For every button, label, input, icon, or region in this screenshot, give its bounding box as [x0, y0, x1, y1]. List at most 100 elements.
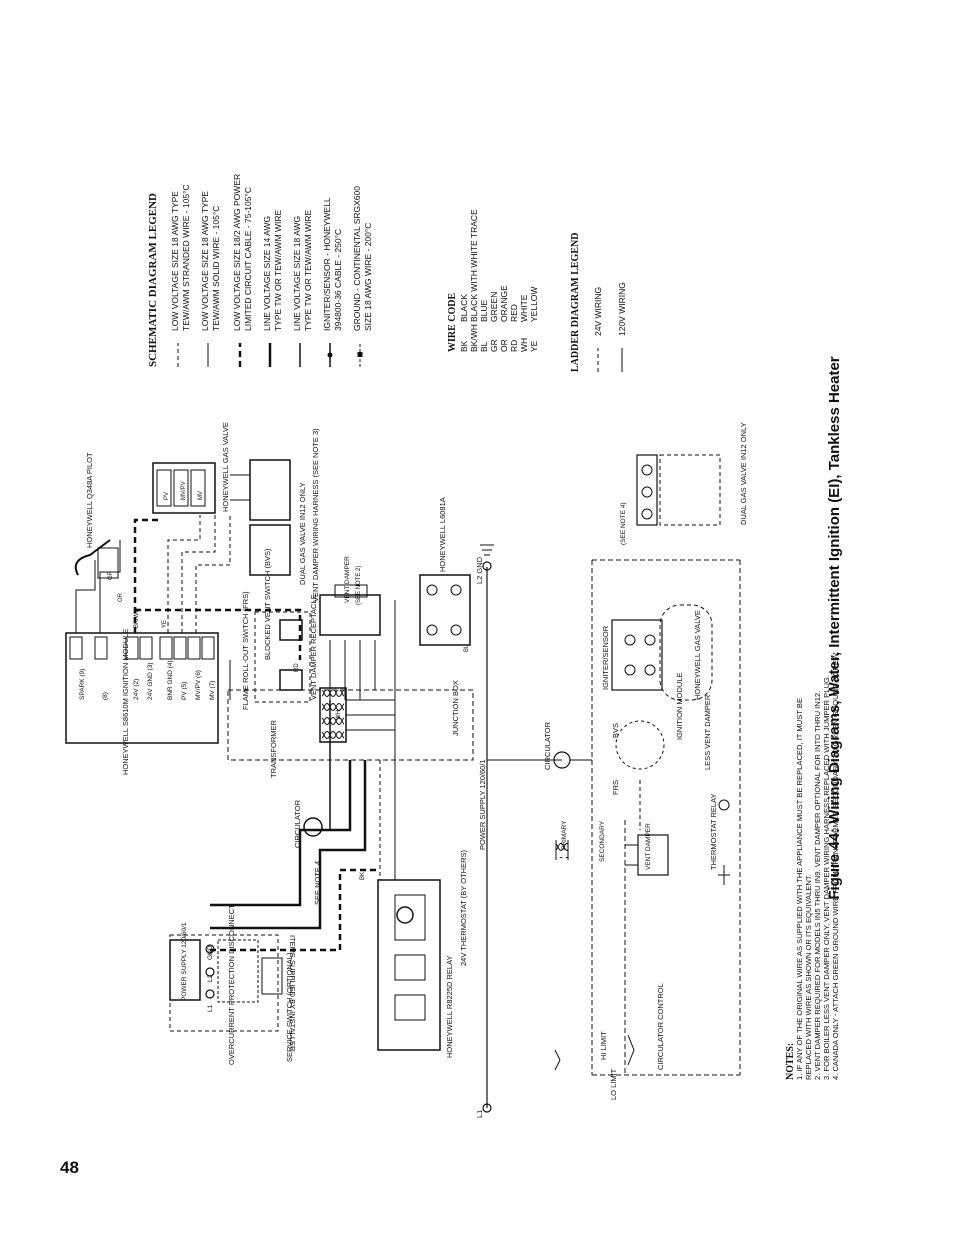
junction-box [227, 689, 474, 761]
circulator-motor [303, 817, 323, 837]
legend-text: GROUND - CONTINENTAL SRGX600 [352, 186, 362, 331]
sensor-pin [644, 664, 656, 676]
wire-code: BK [459, 340, 469, 352]
relay-coil [394, 894, 426, 941]
lo-limit-contact [627, 1034, 635, 1066]
ladder-igniter-sensor-label: IGNITER/SENSOR [601, 625, 610, 690]
gas-valve-terminal [156, 469, 172, 507]
legend-square-marker [357, 352, 363, 357]
wire-name: WHITE [519, 294, 529, 322]
gas-valve-label: HONEYWELL GAS VALVE [221, 422, 230, 512]
ladder-see-note-label: (SEE NOTE 4) [620, 502, 627, 545]
legend-text: LOW VOLTAGE SIZE 18/2 AWG POWER [232, 174, 242, 331]
disconnect-box [217, 939, 259, 1003]
l1-line [210, 760, 352, 907]
power-terminal [205, 967, 215, 977]
vent-harness-label: VENT DAMPER WIRING HARNESS (SEE NOTE 3) [311, 428, 320, 602]
ladder-ignition-module [615, 720, 665, 770]
valve-terminal-label: PV [164, 492, 170, 500]
legend-dot-marker [327, 352, 333, 358]
legend-text: 394800-36 CABLE - 250°C [333, 229, 343, 331]
sensor-pin [624, 634, 636, 646]
ladder-lo-limit-label: LO LIMIT [609, 1068, 618, 1100]
wire-name: GREEN [489, 292, 499, 322]
frs-label: FLAME ROLL-OUT SWITCH (FRS) [241, 591, 250, 710]
dual-valve-pin [641, 464, 653, 476]
wire-name: BLUE [479, 299, 489, 322]
wire-code: YE [529, 340, 539, 352]
wire-tag-bk: BK [360, 872, 366, 880]
terminal-label: 24V GND (3) [147, 662, 154, 700]
see-note-4-label: SEE NOTE 4 [313, 861, 322, 905]
power-l2: L2 [207, 974, 214, 982]
schematic-legend-title: SCHEMATIC DIAGRAM LEGEND [147, 193, 159, 367]
schematic-diagram [65, 459, 474, 1051]
plug-pin [450, 584, 462, 596]
relay-label: HONEYWELL R8225D RELAY [445, 955, 454, 1058]
thermostat-label: 24V THERMOSTAT (BY OTHERS) [459, 850, 468, 966]
note-line: REPLACED WITH WIRE AS SHOWN OR ITS EQUIV… [804, 874, 813, 1080]
wire-tag-wh: WH [336, 710, 342, 720]
ladder-labels: L1 L2 GND POWER SUPPLY 120/60/1 CIRCULAT… [475, 422, 748, 1118]
legend-text: TYPE TW OR TEW/AWM WIRE [303, 209, 313, 331]
wire-code: BK/WH [469, 324, 479, 352]
legend-text: TYPE TW OR TEW/AWM WIRE [273, 209, 283, 331]
power-supply-box [169, 939, 201, 1001]
safety-switch-area [254, 611, 311, 703]
pilot-assembly [97, 547, 119, 579]
ladder-bvs-label: BVS [611, 723, 620, 738]
wire-name: YELLOW [529, 287, 539, 322]
gas-valve-terminal [173, 469, 189, 507]
module-terminal [187, 636, 201, 660]
harness-wires [329, 640, 376, 700]
valve-terminal-label: MV [198, 491, 204, 500]
module-terminal [173, 636, 187, 660]
wire-code: RD [509, 340, 519, 352]
igniter-sensor-box [611, 619, 663, 691]
note-line: 2. VENT DAMPER REQUIRED FOR MODELS IN5 T… [813, 691, 822, 1080]
wire-code-legend: WIRE CODE BK BLACK BK/WH BLACK WITH WHIT… [447, 209, 539, 352]
module-terminal [94, 636, 108, 660]
wire-tag-rd: RD [294, 663, 300, 672]
ladder-circulator-control-label: CIRCULATOR CONTROL [656, 983, 665, 1070]
wire-name: BLACK WITH WHITE TRACE [469, 209, 479, 322]
ground-symbol [480, 544, 494, 556]
terminal-label: 24V (2) [133, 679, 140, 700]
ladder-gas-valve-label: HONEYWELL GAS VALVE [693, 610, 702, 700]
ladder-gas-valve-boundary [659, 604, 713, 701]
power-terminal [205, 944, 215, 954]
module-terminal [201, 636, 215, 660]
l2-line [210, 760, 367, 930]
legend-text: LIMITED CIRCUIT CABLE - 75-105°C [243, 187, 253, 331]
blocked-vent-switch [279, 619, 303, 641]
ladder-legend: LADDER DIAGRAM LEGEND 24V WIRING 120V WI… [570, 233, 627, 372]
ladder-diagram [480, 454, 741, 1113]
wire-name: ORANGE [499, 285, 509, 322]
ignition-module-box [65, 632, 219, 744]
legend-text: TEW/AWM SOLID WIRE - 105°C [211, 206, 221, 331]
plug-pin [426, 624, 438, 636]
legend-text: LINE VOLTAGE SIZE 18 AWG [292, 216, 302, 331]
flame-rollout-switch [279, 669, 303, 691]
ladder-thermostat-relay-label: THERMOSTAT RELAY [709, 793, 718, 870]
module-terminal [159, 636, 173, 660]
receptacle-label: VENT DAMPER RECEPTACLE [309, 594, 318, 700]
terminal-label: MV (7) [209, 681, 216, 701]
vent-damper-note: (SEE NOTE 2) [356, 566, 362, 605]
hi-limit-contact [554, 1049, 561, 1071]
wire-name: RED [509, 304, 519, 322]
ladder-secondary-label: SECONDARY [599, 820, 606, 862]
ladder-transformer-coil [556, 842, 568, 858]
dual-gas-valve-box-b [249, 524, 291, 576]
thermostat-symbol [396, 906, 414, 924]
service-switch-box [261, 957, 283, 995]
note-line: 3. FOR BOILER LESS VENT DAMPER ONLY, VEN… [822, 675, 831, 1080]
legend-text: SIZE 18 AWG WIRE - 200°C [363, 223, 373, 331]
schematic-legend: SCHEMATIC DIAGRAM LEGEND LOW VOLTAGE SIZ… [147, 174, 373, 367]
bkwh-wire [133, 518, 160, 633]
note-line: 1. IF ANY OF THE ORIGINAL WIRE AS SUPPLI… [795, 698, 804, 1080]
wire-code: GR [489, 339, 499, 352]
legend-text: TEW/AWM STRANDED WIRE - 105°C [181, 184, 191, 331]
ladder-frs-label: FRS [611, 780, 620, 795]
vent-damper-label-box [334, 584, 368, 598]
